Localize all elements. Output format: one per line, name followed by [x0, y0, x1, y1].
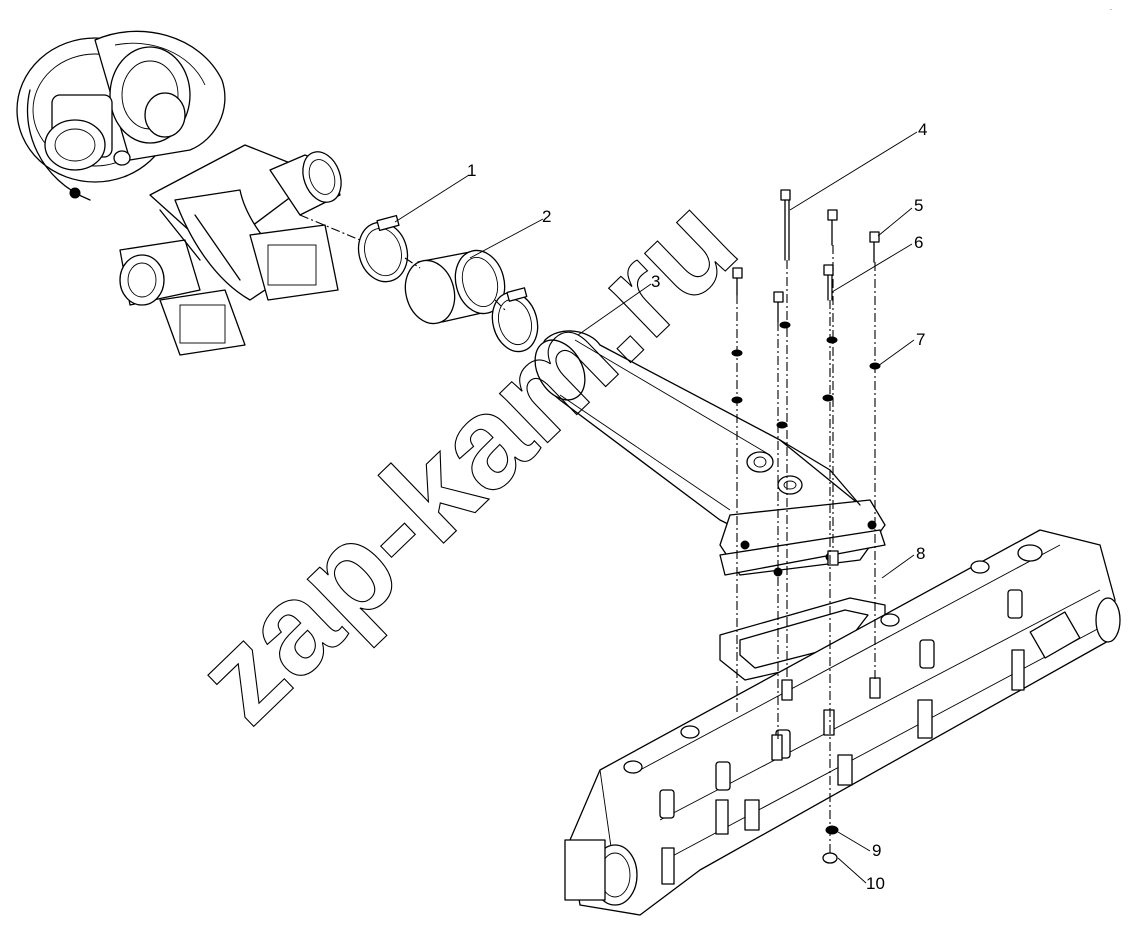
alignment-lines [299, 214, 876, 855]
callout-8: 8 [916, 544, 925, 563]
bolts [732, 189, 880, 323]
leader-lines [394, 131, 918, 884]
callout-9: 9 [872, 841, 881, 860]
studs [771, 550, 881, 761]
corner-mark: . [1110, 5, 1112, 12]
callout-7: 7 [916, 330, 925, 349]
callout-10: 10 [866, 874, 885, 893]
callout-3: 3 [651, 272, 660, 291]
callout-6: 6 [914, 233, 923, 252]
callout-4: 4 [918, 120, 927, 139]
callout-2: 2 [542, 207, 551, 226]
callout-1: 1 [467, 161, 476, 180]
part-1-clamp [357, 214, 409, 283]
callout-5: 5 [914, 196, 923, 215]
callout-labels: 1 2 3 4 5 6 7 8 9 10 [467, 120, 927, 893]
second-clamp [491, 287, 539, 353]
exhaust-manifold [564, 529, 1121, 916]
manifold-branch [119, 144, 342, 356]
part-2-sleeve [404, 249, 506, 325]
turbocharger [16, 30, 226, 201]
